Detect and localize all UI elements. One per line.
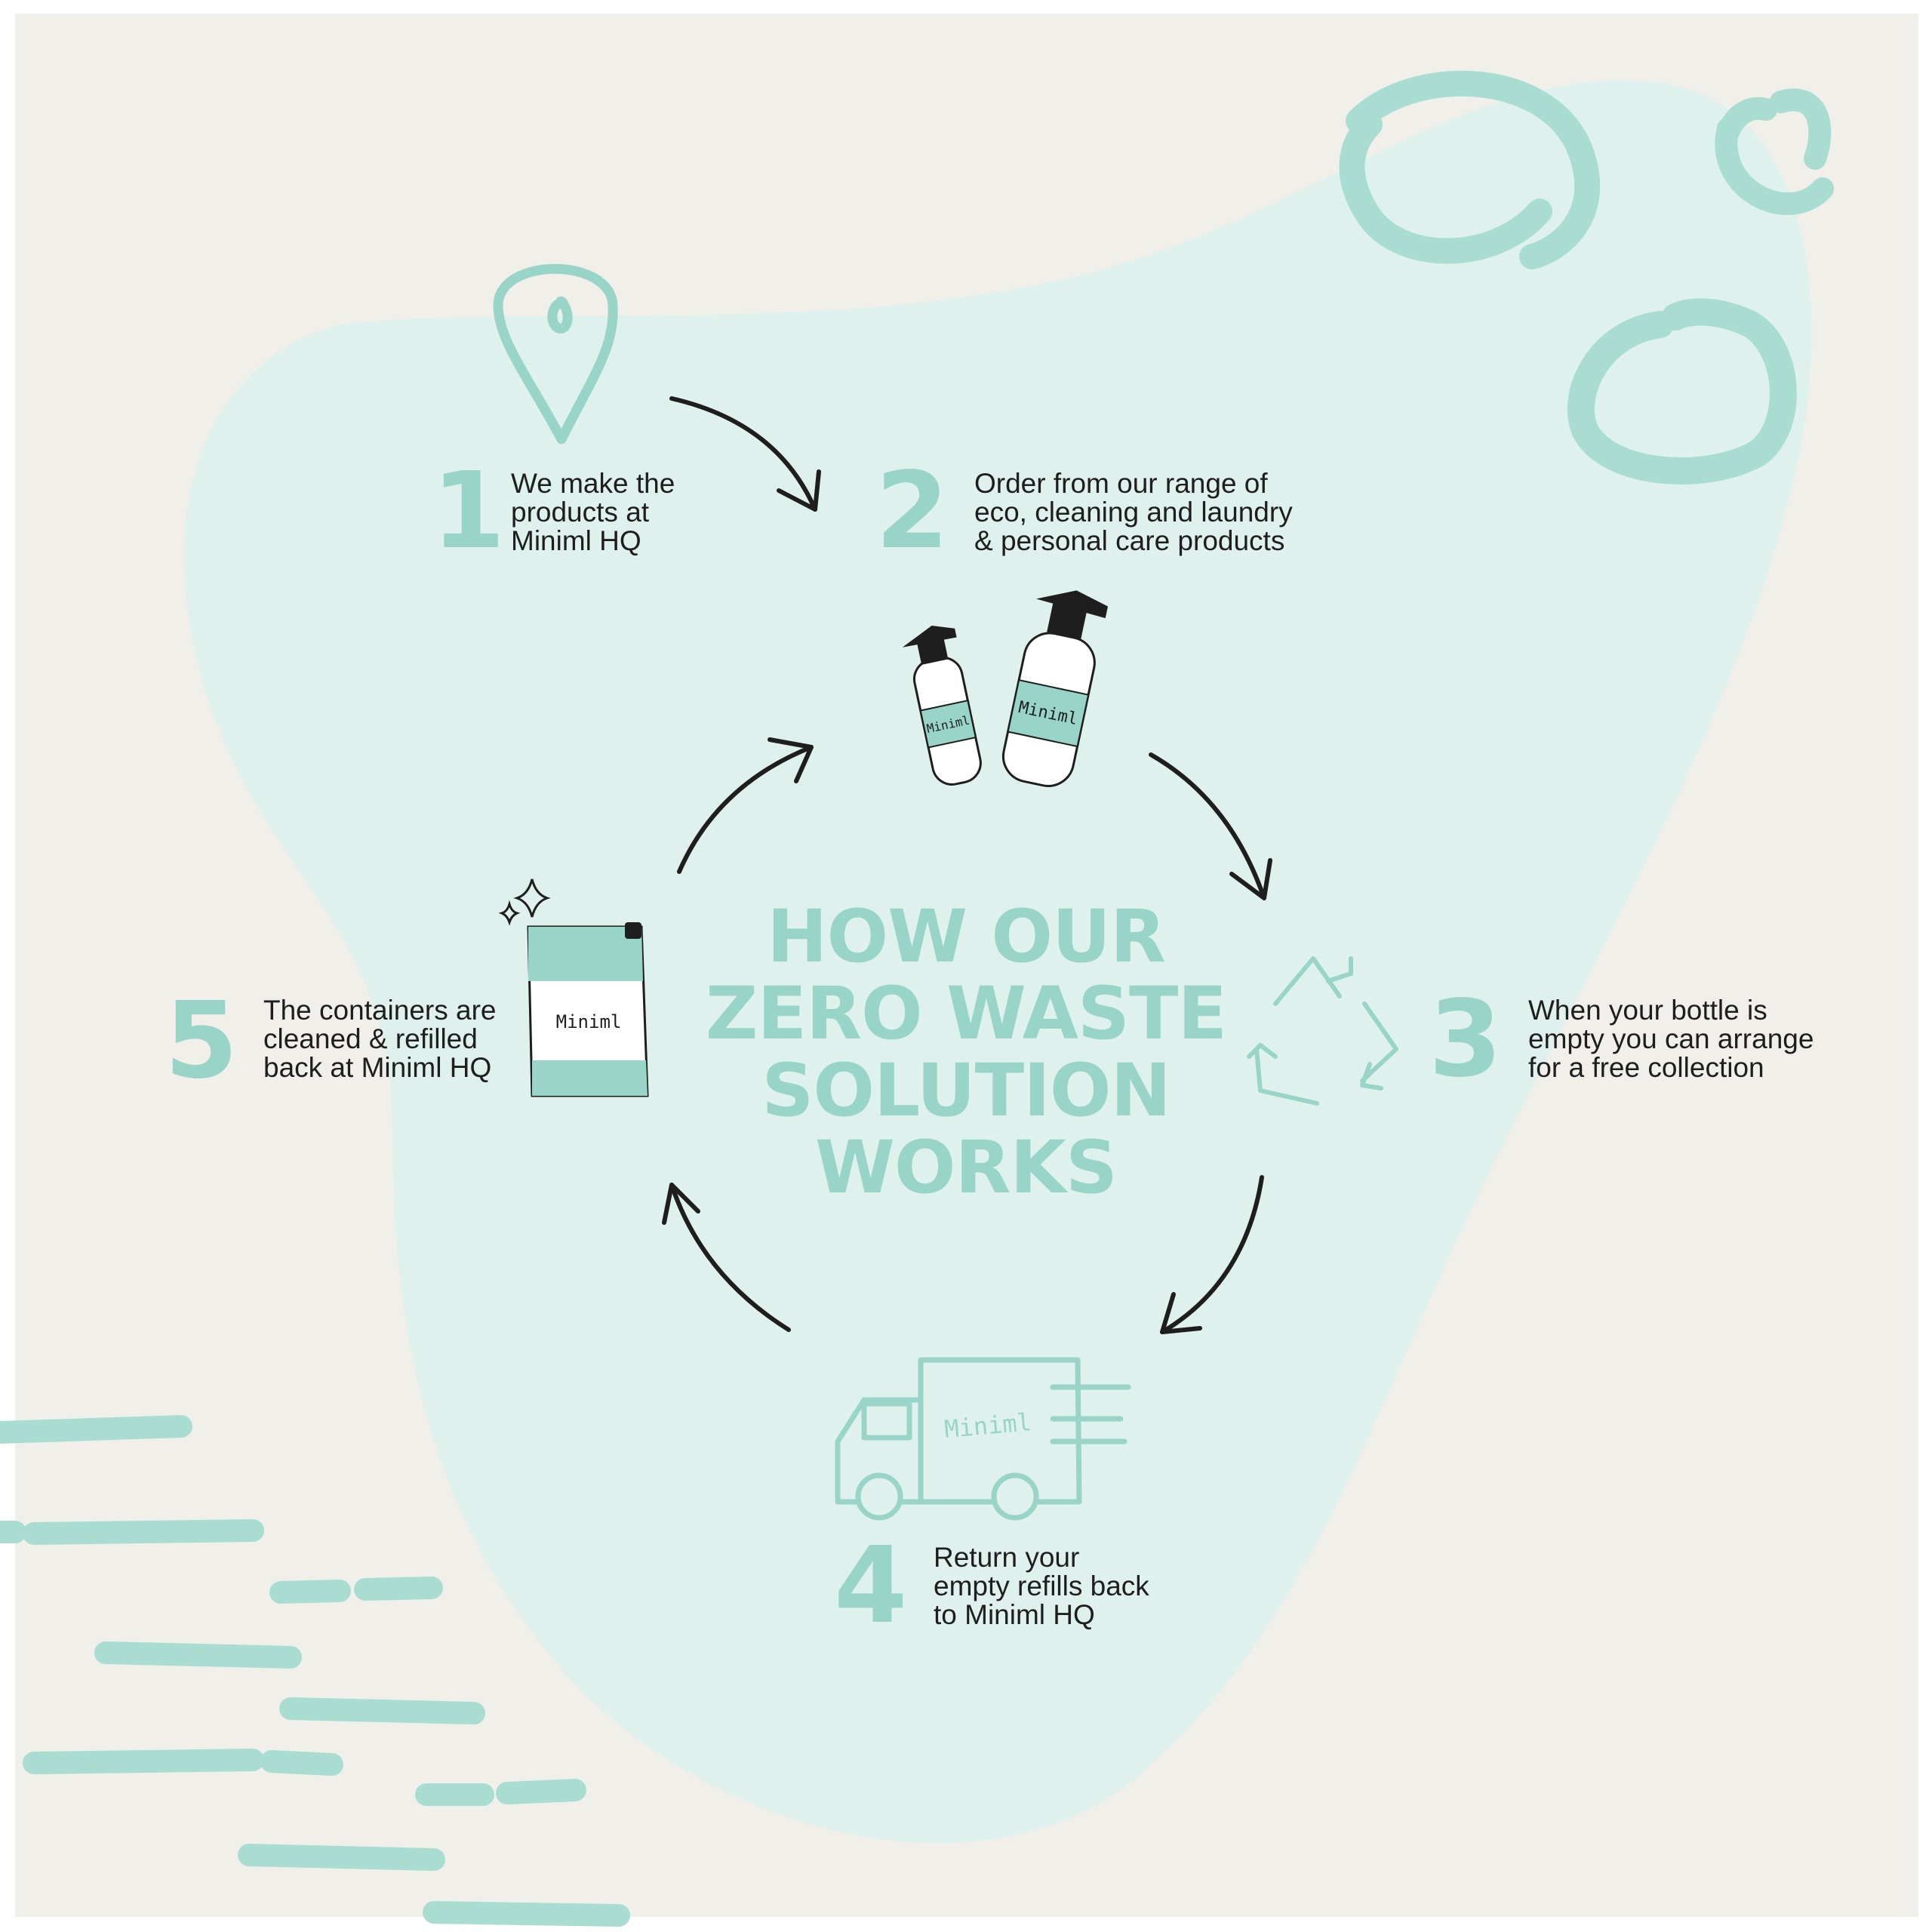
brush-strokes (0, 1415, 630, 1927)
diagram-title: HOW OUR ZERO WASTE SOLUTION WORKS (679, 898, 1253, 1206)
step-3-text: When your bottle is empty you can arrang… (1528, 996, 1814, 1082)
title-line-4: WORKS (815, 1125, 1118, 1210)
small-spray-bottle: Miniml (902, 625, 982, 786)
step-1-line-1: We make the (511, 468, 675, 499)
step-3-line-2: empty you can arrange (1528, 1023, 1814, 1054)
arrow-3-to-4 (1160, 1175, 1264, 1334)
step-2-line-1: Order from our range of (974, 468, 1268, 499)
large-spray-bottle: Miniml (1001, 590, 1109, 787)
step-4-line-1: Return your (934, 1542, 1080, 1573)
brush-circle-large (1339, 70, 1600, 269)
step-3-line-3: for a free collection (1528, 1052, 1764, 1083)
cycle-arrows (662, 396, 1272, 1334)
arrow-5-to-1 (677, 745, 814, 874)
step-4-line-2: empty refills back (934, 1571, 1149, 1601)
step-2-line-3: & personal care products (974, 525, 1285, 556)
sparkle-icon (498, 878, 551, 926)
step-3-line-1: When your bottle is (1528, 995, 1767, 1026)
title-line-1: HOW OUR (767, 894, 1166, 979)
step-1-line-3: Miniml HQ (511, 525, 641, 556)
step-4-number: 4 (834, 1524, 908, 1647)
map-pin-icon (493, 263, 618, 445)
title-line-3: SOLUTION (761, 1048, 1171, 1133)
step-4-line-3: to Miniml HQ (934, 1599, 1095, 1630)
arrow-4-to-5 (669, 1183, 791, 1332)
refill-pouch-icon: Miniml (498, 878, 649, 1097)
step-1-number: 1 (432, 450, 506, 573)
step-3-number: 3 (1429, 978, 1503, 1101)
brush-circle-medium (1567, 298, 1797, 485)
step-2-text: Order from our range of eco, cleaning an… (974, 469, 1293, 555)
mint-blob (183, 80, 1812, 1844)
step-2-number: 2 (875, 450, 949, 573)
step-1-text: We make the products at Miniml HQ (511, 469, 675, 555)
step-1-line-2: products at (511, 497, 650, 528)
step-5-text: The containers are cleaned & refilled ba… (263, 996, 497, 1082)
step-2-line-2: eco, cleaning and laundry (974, 497, 1293, 528)
step-5-line-2: cleaned & refilled (263, 1023, 478, 1054)
spray-bottles-icon: Miniml Miniml (902, 590, 1109, 787)
title-line-2: ZERO WASTE (705, 971, 1227, 1056)
delivery-van-icon: Miniml (835, 1357, 1131, 1521)
step-5-number: 5 (165, 980, 238, 1103)
arrow-2-to-3 (1149, 752, 1266, 900)
pouch-label: Miniml (556, 1011, 622, 1032)
step-4-text: Return your empty refills back to Miniml… (934, 1543, 1149, 1629)
arrow-1-to-2 (669, 396, 817, 512)
step-5-line-1: The containers are (263, 995, 497, 1026)
recycle-icon (1247, 956, 1398, 1106)
step-5-line-3: back at Miniml HQ (263, 1052, 492, 1083)
brush-circle-small (1715, 88, 1834, 215)
